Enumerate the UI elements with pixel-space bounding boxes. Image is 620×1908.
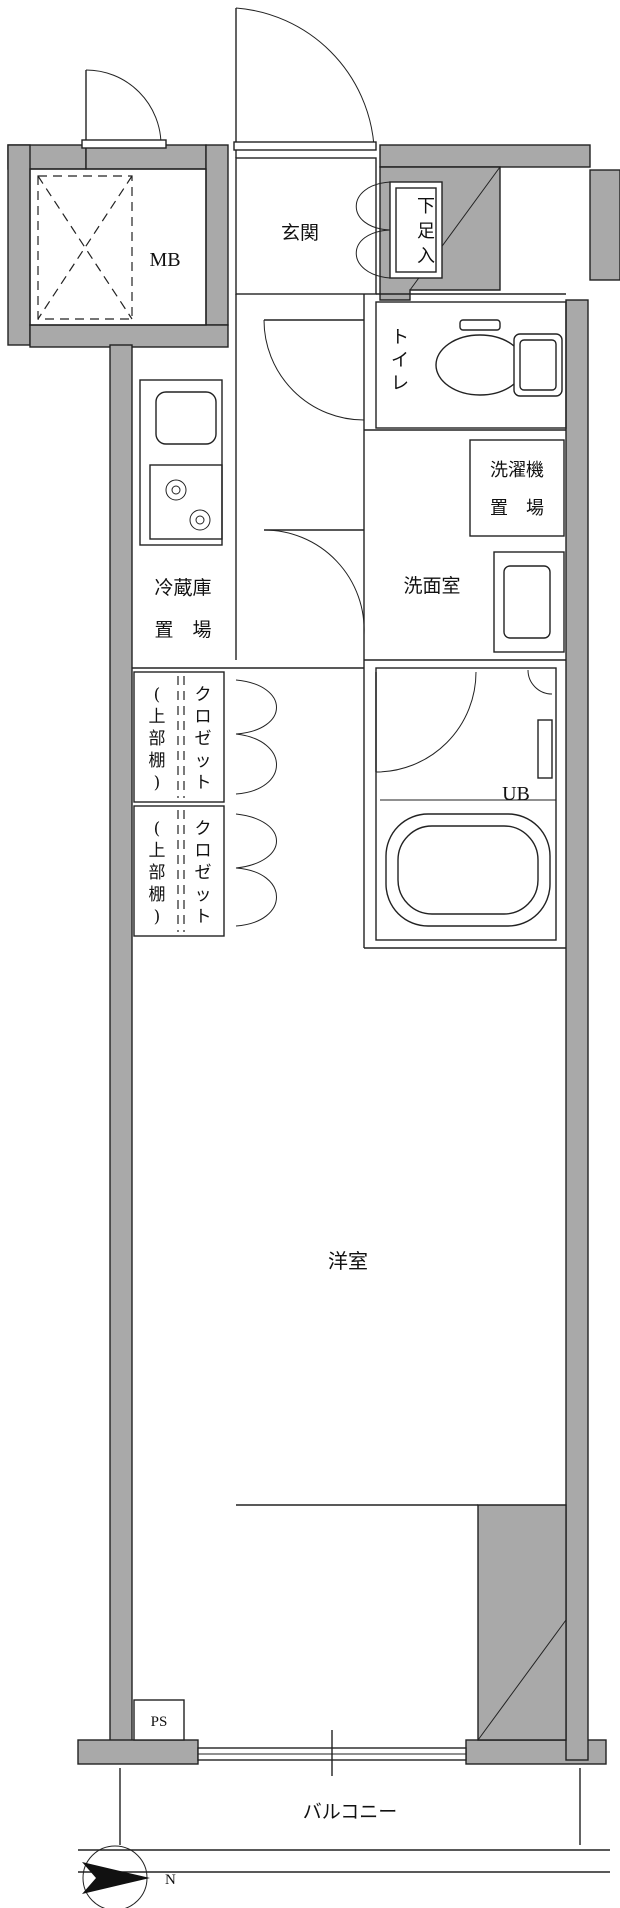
ps-label: PS: [151, 1714, 168, 1730]
closet-upper-label-1: ク: [195, 685, 212, 705]
shelf-upper-label-5: ): [154, 773, 161, 793]
genkan-label: 玄関: [281, 222, 319, 244]
washroom-label: 洗面室: [403, 575, 460, 597]
closet-lower-label-3: ゼ: [195, 863, 212, 883]
ub-label: UB: [502, 783, 530, 805]
balcony-window[interactable]: [197, 1730, 467, 1776]
washroom: 洗面室: [403, 575, 460, 597]
shelf-lower-label-3: 部: [149, 863, 166, 883]
shoe-cabinet: 下 足 入: [355, 181, 443, 279]
washer-label-1: 洗濯機: [490, 460, 544, 481]
western-room-label: 洋室: [328, 1249, 368, 1273]
closet-upper-label-4: ッ: [195, 751, 212, 771]
fridge-label-1: 冷蔵庫: [154, 577, 211, 599]
closet-upper: [133, 671, 225, 803]
compass-icon: N: [82, 1845, 176, 1908]
closet-lower-label-5: ト: [195, 907, 212, 927]
unit-bath: UB: [375, 667, 557, 941]
kitchen: [139, 379, 223, 546]
stove-icon: [149, 464, 223, 540]
entrance: 玄関: [235, 157, 377, 295]
fridge-label-2: 置 場: [154, 619, 211, 641]
balcony: バルコニー: [78, 1768, 610, 1873]
shelf-lower-label-1: (: [154, 819, 161, 839]
shelf-lower-label-5: ): [154, 907, 161, 927]
mb-door[interactable]: [81, 69, 167, 149]
balcony-label: バルコニー: [303, 1801, 398, 1823]
toilet-label-3: レ: [391, 373, 409, 394]
washroom-door[interactable]: [263, 529, 365, 636]
mb-label: MB: [149, 249, 180, 271]
getabako-label-3: 入: [417, 246, 435, 267]
shelf-upper-label-1: (: [154, 685, 161, 705]
toilet-icon: [435, 319, 563, 397]
front-door[interactable]: [233, 7, 377, 158]
toilet-label-2: イ: [391, 350, 409, 371]
getabako-label-2: 足: [417, 221, 435, 242]
toilet-door[interactable]: [263, 319, 365, 421]
closet-upper-label-3: ゼ: [195, 729, 212, 749]
western-room: 洋室: [328, 1249, 368, 1273]
getabako-label-1: 下: [417, 196, 435, 217]
shelf-upper-label-4: 棚: [149, 751, 166, 771]
closet-lower-label-2: ロ: [195, 841, 212, 861]
closet-lower-label-1: ク: [195, 819, 212, 839]
exterior-walls: [7, 144, 620, 1765]
fridge-space: 冷蔵庫 置 場: [154, 577, 211, 641]
toilet-room: ト イ レ: [375, 301, 567, 429]
bath-door[interactable]: [375, 671, 477, 773]
toilet-label-1: ト: [391, 327, 409, 348]
compass-north-label: N: [165, 1872, 176, 1888]
ps-shaft: PS: [133, 1699, 185, 1741]
shelf-lower-label-2: 上: [149, 841, 166, 861]
closet-doors[interactable]: [235, 679, 277, 927]
washer-space: 洗濯機 置 場: [469, 439, 565, 537]
closet-upper-label-2: ロ: [195, 707, 212, 727]
washer-label-2: 置 場: [490, 498, 544, 519]
closet-lower-label-4: ッ: [195, 885, 212, 905]
mb-room: MB: [29, 168, 207, 326]
shelf-upper-label-2: 上: [149, 707, 166, 727]
shelf-upper-label-3: 部: [149, 729, 166, 749]
closet-upper-label-5: ト: [195, 773, 212, 793]
closet-lower: [133, 805, 225, 937]
shelf-lower-label-4: 棚: [149, 885, 166, 905]
sink-icon: [493, 551, 565, 653]
